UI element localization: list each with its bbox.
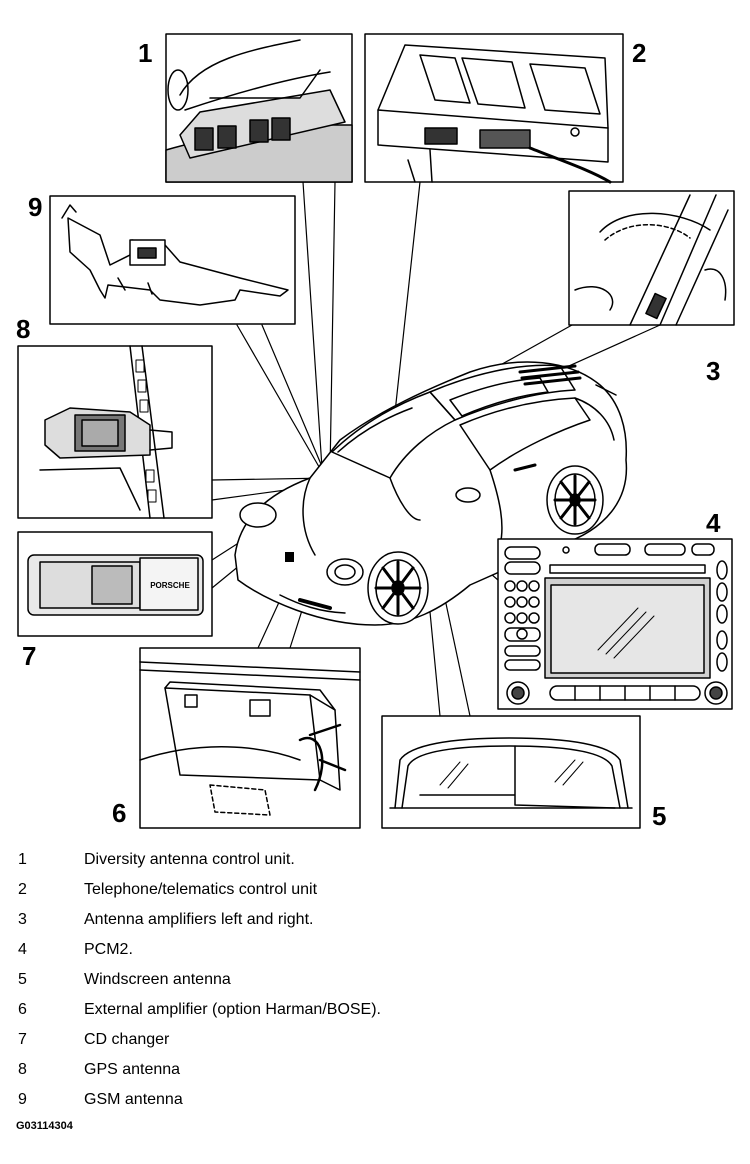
legend-text: Telephone/telematics control unit xyxy=(84,881,318,898)
legend-item: 4 PCM2. xyxy=(0,938,750,962)
legend-number: 8 xyxy=(18,1061,27,1078)
panel-7-cd-changer: PORSCHE xyxy=(17,531,213,637)
car-illustration xyxy=(234,361,628,626)
keypad xyxy=(504,546,541,671)
panel-8-gps-antenna xyxy=(17,345,213,519)
legend-number: 6 xyxy=(18,1001,27,1018)
legend-item: 9 GSM antenna xyxy=(0,1088,750,1112)
panel-9-gsm-antenna xyxy=(49,195,296,325)
callout-5: 5 xyxy=(652,801,666,831)
panel-3-antenna-amplifier xyxy=(568,190,735,326)
component-location-diagram: PORSCHE xyxy=(16,33,735,831)
legend-text: Diversity antenna control unit. xyxy=(84,851,295,868)
legend-item: 3 Antenna amplifiers left and right. xyxy=(0,908,750,932)
legend-text: GPS antenna xyxy=(84,1061,181,1078)
callout-7: 7 xyxy=(22,641,36,671)
legend-number: 1 xyxy=(18,851,27,868)
panel-2-telematics-unit xyxy=(364,33,624,184)
legend-number: 3 xyxy=(18,911,27,928)
legend-text: PCM2. xyxy=(84,941,133,958)
callout-numbers: 1 2 3 4 5 6 7 8 9 xyxy=(16,38,721,831)
panel-5-windscreen-antenna xyxy=(381,715,641,829)
legend-text: External amplifier (option Harman/BOSE). xyxy=(84,1001,381,1018)
callout-3: 3 xyxy=(706,356,720,386)
legend-item: 5 Windscreen antenna xyxy=(0,968,750,992)
legend-text: CD changer xyxy=(84,1031,170,1048)
panel-4-pcm2 xyxy=(497,538,733,710)
legend-item: 6 External amplifier (option Harman/BOSE… xyxy=(0,998,750,1022)
cd-brand-text: PORSCHE xyxy=(150,581,190,590)
callout-1: 1 xyxy=(138,38,152,68)
panel-6-external-amplifier xyxy=(139,647,361,829)
legend-number: 2 xyxy=(18,881,27,898)
legend-number: 5 xyxy=(18,971,27,988)
figure-code: G03114304 xyxy=(16,1120,73,1132)
legend-item: 1 Diversity antenna control unit. xyxy=(0,848,750,872)
legend-text: GSM antenna xyxy=(84,1091,183,1108)
legend-text: Antenna amplifiers left and right. xyxy=(84,911,314,928)
legend-item: 8 GPS antenna xyxy=(0,1058,750,1082)
callout-2: 2 xyxy=(632,38,646,68)
legend-text: Windscreen antenna xyxy=(84,971,231,988)
panel-1-diversity-antenna xyxy=(165,33,353,183)
callout-8: 8 xyxy=(16,314,30,344)
legend-number: 9 xyxy=(18,1091,27,1108)
legend-item: 7 CD changer xyxy=(0,1028,750,1052)
legend-number: 7 xyxy=(18,1031,27,1048)
legend-number: 4 xyxy=(18,941,27,958)
callout-4: 4 xyxy=(706,508,721,538)
callout-6: 6 xyxy=(112,798,126,828)
legend-item: 2 Telephone/telematics control unit xyxy=(0,878,750,902)
callout-9: 9 xyxy=(28,192,42,222)
side-buttons xyxy=(716,560,728,672)
